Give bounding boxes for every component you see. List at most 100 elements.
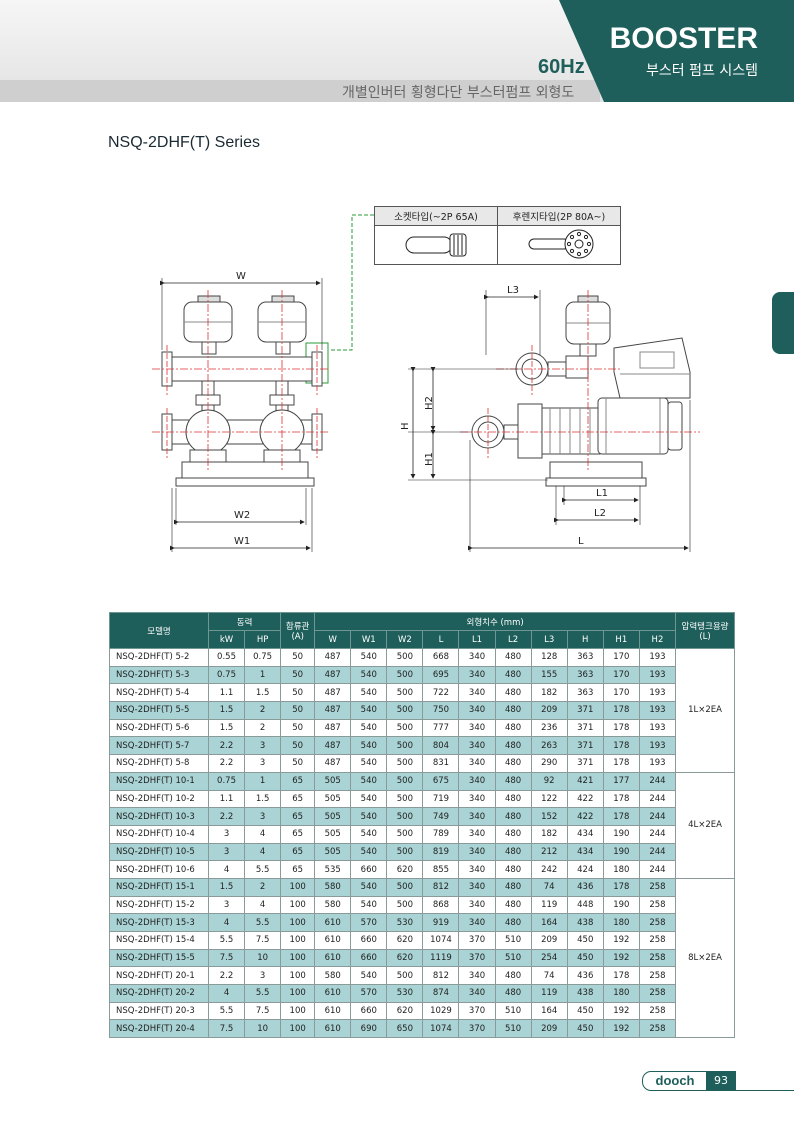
- side-view-dimensions: L3 H H2 H1 L1 L2 L: [400, 285, 691, 552]
- table-cell: 540: [350, 718, 388, 738]
- table-cell: 3: [207, 842, 246, 862]
- sub-header-w: W: [314, 630, 352, 649]
- table-cell: 209: [530, 1019, 568, 1039]
- table-cell: 424: [566, 860, 604, 879]
- table-cell: 74: [530, 966, 568, 986]
- table-cell: 242: [530, 860, 568, 879]
- table-cell: 480: [494, 718, 532, 738]
- table-cell: 1029: [422, 1001, 460, 1021]
- model-name-cell: NSQ-2DHF(T) 20-1: [109, 966, 209, 986]
- table-cell: 819: [422, 842, 460, 862]
- table-cell: 480: [494, 984, 532, 1003]
- table-cell: 370: [458, 1019, 496, 1039]
- dim-w-label: W: [236, 271, 246, 282]
- table-cell: 421: [566, 771, 604, 791]
- table-cell: 5.5: [244, 913, 282, 932]
- table-cell: 371: [566, 718, 604, 738]
- table-cell: 1.5: [207, 701, 246, 720]
- model-name-cell: NSQ-2DHF(T) 5-5: [109, 701, 209, 720]
- table-cell: 244: [638, 807, 677, 826]
- table-cell: 1.5: [207, 718, 246, 738]
- table-cell: 178: [602, 701, 640, 720]
- sub-header-h2: H2: [638, 630, 677, 649]
- dim-w1-label: W1: [234, 536, 250, 547]
- table-cell: 340: [458, 701, 496, 720]
- table-cell: 4: [207, 913, 246, 932]
- tank-capacity-cell: 4L×2EA: [675, 771, 735, 879]
- table-cell: 100: [280, 1019, 316, 1039]
- table-cell: 178: [602, 754, 640, 773]
- table-cell: 180: [602, 860, 640, 879]
- table-cell: 340: [458, 966, 496, 986]
- table-cell: 3: [244, 807, 282, 826]
- table-cell: 812: [422, 966, 460, 986]
- table-cell: 170: [602, 648, 640, 667]
- table-cell: 570: [350, 984, 388, 1003]
- table-cell: 258: [638, 966, 677, 986]
- table-cell: 789: [422, 824, 460, 844]
- table-cell: 500: [386, 877, 424, 897]
- table-cell: 5.5: [244, 860, 282, 879]
- table-cell: 4: [244, 842, 282, 862]
- table-cell: 177: [602, 771, 640, 791]
- table-cell: 363: [566, 683, 604, 703]
- table-cell: 500: [386, 824, 424, 844]
- table-cell: 480: [494, 789, 532, 809]
- table-cell: 193: [638, 718, 677, 738]
- table-cell: 500: [386, 895, 424, 915]
- table-cell: 719: [422, 789, 460, 809]
- table-cell: 620: [386, 1001, 424, 1021]
- table-cell: 50: [280, 718, 316, 738]
- table-cell: 436: [566, 877, 604, 897]
- sub-header-w1: W1: [350, 630, 388, 649]
- table-cell: 122: [530, 789, 568, 809]
- tank-capacity-cell: 8L×2EA: [675, 877, 735, 1039]
- table-cell: 258: [638, 948, 677, 968]
- model-name-cell: NSQ-2DHF(T) 10-6: [109, 860, 209, 879]
- front-view-dimensions: W W2 W1: [160, 271, 323, 552]
- table-cell: 178: [602, 807, 640, 826]
- table-cell: 340: [458, 842, 496, 862]
- model-name-cell: NSQ-2DHF(T) 10-4: [109, 824, 209, 844]
- table-cell: 650: [386, 1019, 424, 1039]
- table-cell: 363: [566, 648, 604, 667]
- table-cell: 777: [422, 718, 460, 738]
- table-cell: 505: [314, 842, 352, 862]
- table-cell: 690: [350, 1019, 388, 1039]
- table-cell: 510: [494, 948, 532, 968]
- table-cell: 65: [280, 807, 316, 826]
- table-cell: 258: [638, 984, 677, 1003]
- table-cell: 182: [530, 683, 568, 703]
- table-cell: 500: [386, 966, 424, 986]
- table-cell: 119: [530, 984, 568, 1003]
- table-cell: 178: [602, 718, 640, 738]
- table-cell: 530: [386, 984, 424, 1003]
- table-cell: 500: [386, 789, 424, 809]
- table-cell: 0.75: [244, 648, 282, 667]
- table-cell: 100: [280, 948, 316, 968]
- flange-type-label: 후렌지타입(2P 80A~): [497, 206, 621, 226]
- model-name-cell: NSQ-2DHF(T) 5-7: [109, 736, 209, 756]
- table-cell: 92: [530, 771, 568, 791]
- table-cell: 164: [530, 913, 568, 932]
- table-cell: 2.2: [207, 966, 246, 986]
- model-name-cell: NSQ-2DHF(T) 10-5: [109, 842, 209, 862]
- table-cell: 50: [280, 754, 316, 773]
- table-cell: 340: [458, 648, 496, 667]
- table-cell: 370: [458, 1001, 496, 1021]
- table-cell: 480: [494, 913, 532, 932]
- table-cell: 500: [386, 683, 424, 703]
- table-cell: 2.2: [207, 754, 246, 773]
- table-cell: 480: [494, 877, 532, 897]
- table-cell: 0.55: [207, 648, 246, 667]
- model-name-cell: NSQ-2DHF(T) 5-3: [109, 665, 209, 685]
- table-cell: 1.1: [207, 789, 246, 809]
- table-cell: 193: [638, 648, 677, 667]
- table-cell: 450: [566, 1019, 604, 1039]
